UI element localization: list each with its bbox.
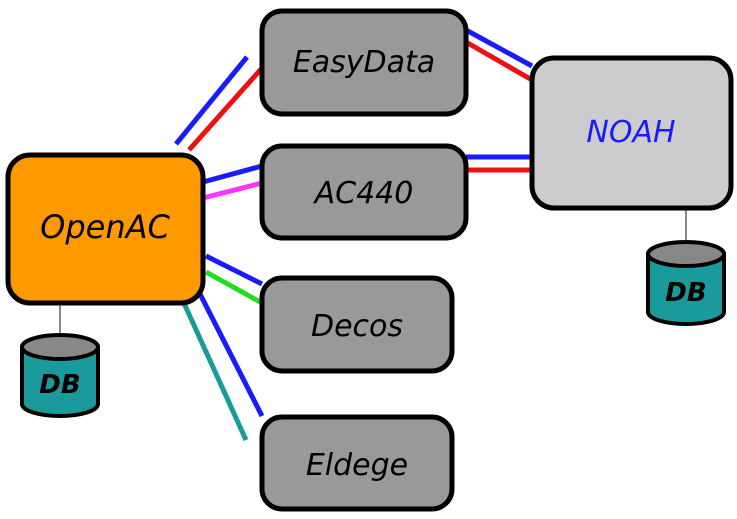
node-decos-label: Decos <box>311 309 403 344</box>
node-eldege-label: Eldege <box>306 448 408 483</box>
connection-openac-eldege-teal <box>180 299 249 442</box>
node-easydata: EasyData <box>259 8 469 117</box>
node-eldege: Eldege <box>259 414 455 512</box>
node-easydata-label: EasyData <box>293 45 435 80</box>
connection-easydata-noah-blue <box>464 27 534 69</box>
node-noah: NOAH <box>529 55 734 211</box>
node-openac: OpenAC <box>5 152 206 306</box>
connection-openac-decos-blue <box>204 253 264 287</box>
connection-openac-ac440-magenta <box>202 180 263 201</box>
connection-openac-decos-green <box>204 269 264 306</box>
openac-database-icon: DB <box>20 333 100 418</box>
node-openac-label: OpenAC <box>40 208 170 246</box>
connection-openac-easydata-red <box>187 66 264 152</box>
node-ac440-label: AC440 <box>313 176 414 211</box>
connection-openac-eldege-blue <box>195 288 265 418</box>
node-decos: Decos <box>259 275 455 374</box>
node-noah-label: NOAH <box>586 115 675 150</box>
openac-db-label: DB <box>39 370 80 400</box>
connection-openac-ac440-blue <box>202 163 263 185</box>
connection-easydata-noah-red <box>464 39 534 83</box>
node-ac440: AC440 <box>259 143 469 241</box>
noah-db-label: DB <box>665 278 706 308</box>
connection-openac-easydata-blue <box>174 55 249 146</box>
noah-database-icon: DB <box>646 240 726 326</box>
connections <box>59 27 687 442</box>
